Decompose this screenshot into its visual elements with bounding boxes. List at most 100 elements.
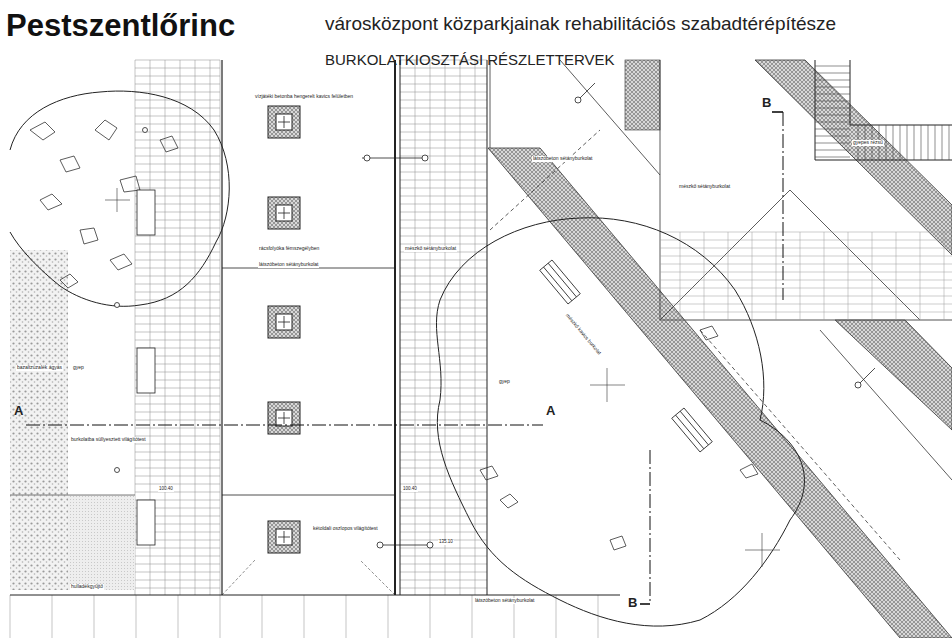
grid-line [135, 140, 220, 141]
grid-line [135, 580, 220, 581]
grid-line [400, 436, 487, 437]
material-note: vízjátéki betonba hengerelt kavics felül… [254, 94, 354, 100]
material-note: látszóbeton sétányburkolat [532, 156, 593, 162]
step-line [815, 94, 850, 95]
canopy-detail [30, 120, 178, 288]
material-note: gyep [72, 365, 85, 371]
grid-line [400, 268, 487, 269]
step-line [928, 125, 929, 160]
grid-line [136, 595, 137, 638]
section-mark: B [628, 596, 637, 610]
grid-line [135, 244, 220, 245]
grid-line [400, 196, 487, 197]
step-line [886, 125, 887, 160]
grid-line [135, 116, 220, 117]
planter [268, 306, 300, 338]
grid-line [346, 595, 347, 638]
survey-cross [105, 188, 780, 567]
grid-line [135, 468, 220, 469]
planter-frame [268, 197, 300, 229]
planter-frame [268, 402, 300, 434]
grid-line [400, 524, 487, 525]
step-line [900, 125, 901, 160]
grid-line [400, 148, 487, 149]
planter [268, 521, 300, 553]
grid-line [135, 588, 220, 589]
grid-line [944, 232, 945, 320]
grid-line [135, 268, 220, 269]
grid-line [752, 232, 753, 320]
grid-line [135, 260, 220, 261]
grid-line [135, 476, 220, 477]
grid-line [400, 500, 487, 501]
planter-cross [278, 412, 290, 424]
grid-line [400, 220, 487, 221]
grid-line [400, 364, 487, 365]
grid-line [400, 324, 487, 325]
planter-cross [278, 207, 290, 219]
grid-line [400, 388, 487, 389]
planter-core [276, 529, 292, 545]
spot-level: 100.40 [158, 487, 174, 492]
grid-line [400, 116, 487, 117]
grid-line [400, 140, 487, 141]
planter-core [276, 114, 292, 130]
grid-line [800, 232, 801, 320]
grid-line [304, 595, 305, 638]
grid-line [400, 156, 487, 157]
section-line [26, 112, 783, 604]
grid-line [400, 572, 487, 573]
material-note: gyep [498, 379, 511, 385]
grid-line [135, 156, 220, 157]
material-note: látszóbeton sétányburkolat [258, 262, 319, 268]
planter [268, 402, 300, 434]
grid-line [848, 232, 849, 320]
grid-line [680, 232, 681, 320]
grid-line [52, 595, 53, 638]
grid-line [400, 340, 487, 341]
grid-line [400, 180, 487, 181]
section-mark: B [762, 96, 771, 110]
step-line [815, 108, 850, 109]
title: Pestszentlőrinc [6, 10, 235, 41]
grid-line [135, 124, 220, 125]
step-line [815, 122, 850, 123]
grid-line [135, 132, 220, 133]
grid-line [135, 428, 220, 429]
grid-line [400, 76, 487, 77]
stair-steps [815, 66, 949, 160]
grid-line [400, 316, 487, 317]
lawn-texture [68, 495, 135, 590]
grid-line [135, 108, 220, 109]
grid-line [920, 232, 921, 320]
grid-line [400, 580, 487, 581]
grid-line [400, 204, 487, 205]
grid-line [135, 172, 220, 173]
grid-line [135, 100, 220, 101]
step-line [815, 150, 850, 151]
spot-level: 135.10 [438, 540, 454, 545]
step-line [815, 136, 850, 137]
planter-core [276, 205, 292, 221]
grid-line [400, 404, 487, 405]
grid-line [400, 284, 487, 285]
grid-line [872, 232, 873, 320]
hatched-strip [625, 60, 660, 130]
step-line [815, 66, 850, 67]
grid-line [135, 412, 220, 413]
grid-line [400, 164, 487, 165]
grid-line [400, 380, 487, 381]
material-note: bazaltzúzalék ágyás [16, 365, 63, 371]
canopy-detail [480, 326, 758, 550]
grid-line [220, 595, 221, 638]
gravel-bed [10, 250, 68, 590]
grid-line [598, 595, 599, 638]
material-note: gyepes rézsű [852, 140, 884, 146]
grid-line [135, 340, 220, 341]
grid-line [400, 468, 487, 469]
step-line [815, 157, 850, 158]
grid-line [400, 348, 487, 349]
grid-line [135, 68, 220, 69]
grid-line [135, 188, 220, 189]
